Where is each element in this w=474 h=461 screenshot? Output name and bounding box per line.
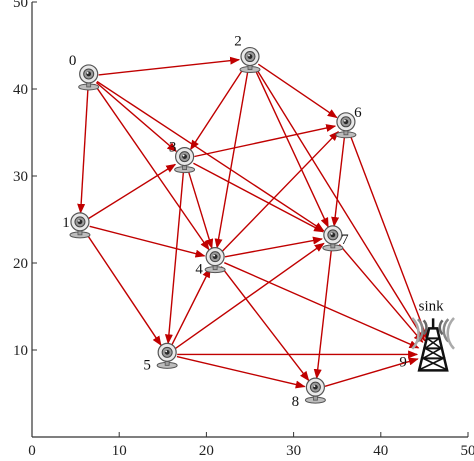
node-label: 3 — [169, 140, 177, 156]
x-tick-label: 0 — [28, 443, 36, 459]
node-label: 7 — [341, 232, 349, 248]
node-7: 7 — [322, 225, 349, 252]
node-label: 5 — [143, 357, 151, 373]
edge-2-to-6 — [257, 63, 338, 119]
nodes: 0 1 2 3 4 5 6 7 8 9 sink — [62, 34, 455, 410]
edge-0-to-7 — [96, 80, 325, 232]
node-8: 8 — [292, 377, 326, 410]
edge-3-to-5 — [164, 168, 185, 345]
edge-3-to-4 — [186, 167, 214, 250]
x-tick-label: 10 — [112, 443, 127, 459]
edge-4-to-9 — [224, 262, 420, 349]
node-9: 9 sink — [399, 298, 455, 372]
node-label: 8 — [292, 394, 300, 410]
y-tick-label: 20 — [13, 256, 28, 272]
node-label: 4 — [195, 262, 203, 278]
x-tick-label: 30 — [286, 443, 301, 459]
node-0: 0 — [69, 53, 100, 91]
webcam-icon — [69, 212, 91, 239]
webcam-icon — [174, 147, 196, 174]
y-tick-label: 30 — [13, 169, 28, 185]
sink-label: sink — [419, 298, 445, 314]
node-5: 5 — [143, 342, 178, 373]
edge-4-to-6 — [221, 130, 339, 252]
node-2: 2 — [234, 34, 261, 74]
node-label: 2 — [234, 34, 242, 50]
node-1: 1 — [62, 212, 91, 239]
node-label: 1 — [62, 215, 70, 231]
y-tick-label: 40 — [13, 82, 28, 98]
webcam-icon — [239, 46, 261, 74]
edge-7-to-9 — [338, 244, 424, 343]
x-tick-label: 20 — [199, 443, 214, 459]
webcam-icon — [204, 247, 226, 274]
edge-2-to-7 — [253, 67, 329, 228]
node-4: 4 — [195, 247, 226, 278]
edge-6-to-7 — [331, 133, 346, 227]
edge-2-to-3 — [190, 66, 246, 151]
edge-1-to-3 — [88, 163, 177, 220]
edge-4-to-7 — [224, 236, 323, 258]
webcam-icon — [335, 112, 357, 139]
node-label: 0 — [69, 53, 77, 69]
edge-1-to-4 — [89, 225, 206, 258]
webcam-icon — [78, 64, 100, 91]
edge-0-to-4 — [93, 83, 210, 251]
node-3: 3 — [169, 140, 196, 174]
edge-0-to-2 — [98, 56, 241, 76]
edge-0-to-1 — [77, 85, 89, 214]
node-label: 9 — [399, 354, 407, 370]
edge-5-to-7 — [174, 242, 325, 350]
edge-5-to-8 — [176, 355, 306, 389]
y-tick-label: 50 — [13, 0, 28, 11]
x-tick-label: 40 — [373, 443, 388, 459]
edge-7-to-8 — [313, 246, 333, 380]
plot-frame — [31, 2, 468, 438]
edge-3-to-7 — [193, 162, 324, 233]
edge-5-to-4 — [170, 267, 211, 346]
webcam-icon — [156, 342, 178, 369]
x-tick-label: 50 — [461, 443, 474, 459]
tower-icon — [411, 317, 455, 372]
edge-4-to-8 — [220, 266, 310, 382]
node-label: 6 — [354, 105, 362, 121]
y-tick-label: 10 — [13, 343, 28, 359]
node-6: 6 — [335, 105, 362, 139]
edge-2-to-9 — [254, 66, 426, 342]
edges — [77, 56, 429, 389]
edge-2-to-4 — [214, 68, 249, 249]
webcam-icon — [304, 377, 326, 404]
edge-3-to-6 — [194, 124, 337, 158]
webcam-icon — [322, 225, 344, 252]
edge-0-to-3 — [95, 81, 178, 153]
edge-8-to-9 — [324, 357, 419, 387]
edge-1-to-5 — [84, 231, 162, 347]
edge-6-to-9 — [348, 132, 429, 341]
